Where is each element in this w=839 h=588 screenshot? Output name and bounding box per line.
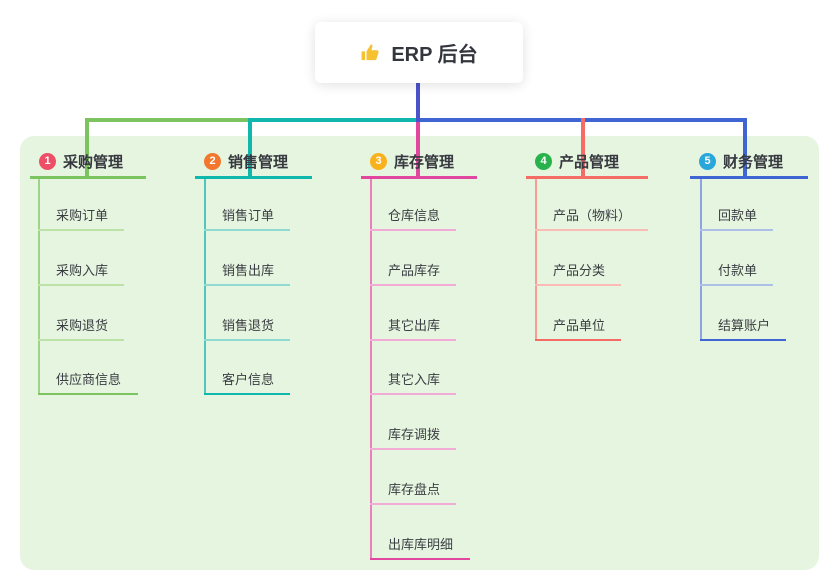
branch-item[interactable]: 供应商信息 <box>38 369 138 395</box>
branch-item[interactable]: 其它出库 <box>370 315 456 341</box>
branch-label: 采购管理 <box>63 153 124 171</box>
branch-label: 财务管理 <box>723 153 784 171</box>
branch-number-badge: 1 <box>39 152 56 170</box>
branch-number-badge: 2 <box>204 152 221 170</box>
branch-node-1[interactable]: 1 采购管理 <box>39 147 123 175</box>
connector-drop <box>248 118 252 177</box>
branch-label: 销售管理 <box>228 153 289 171</box>
branch-descender <box>370 179 372 560</box>
branch-item[interactable]: 库存盘点 <box>370 479 456 505</box>
branch-underline <box>30 176 146 179</box>
branch-descender <box>38 179 40 396</box>
branch-item[interactable]: 销售出库 <box>204 260 290 286</box>
connector-bus-segment <box>250 118 418 122</box>
branch-underline <box>526 176 648 179</box>
branch-descender <box>204 179 206 396</box>
branch-number-badge: 5 <box>699 152 716 170</box>
thumbs-up-icon <box>361 44 379 60</box>
branch-item[interactable]: 仓库信息 <box>370 205 456 231</box>
branch-descender <box>700 179 702 341</box>
connector-drop <box>581 118 585 177</box>
connector-drop <box>416 118 420 177</box>
branch-item[interactable]: 客户信息 <box>204 369 290 395</box>
root-node-label: ERP 后台 <box>391 44 478 66</box>
connector-bus-segment <box>85 118 250 122</box>
branch-item[interactable]: 采购订单 <box>38 205 124 231</box>
branch-underline <box>690 176 808 179</box>
branches-panel <box>20 136 819 570</box>
branch-item[interactable]: 采购退货 <box>38 315 124 341</box>
branch-label: 库存管理 <box>394 153 455 171</box>
branch-item[interactable]: 销售订单 <box>204 205 290 231</box>
branch-item[interactable]: 产品单位 <box>535 315 621 341</box>
branch-node-5[interactable]: 5 财务管理 <box>699 147 783 175</box>
branch-item[interactable]: 产品（物料） <box>535 205 648 231</box>
branch-underline <box>195 176 312 179</box>
connector-drop <box>743 118 747 177</box>
branch-item[interactable]: 出库库明细 <box>370 534 470 560</box>
branch-item[interactable]: 库存调拨 <box>370 424 456 450</box>
branch-item[interactable]: 采购入库 <box>38 260 124 286</box>
branch-item[interactable]: 产品分类 <box>535 260 621 286</box>
branch-node-4[interactable]: 4 产品管理 <box>535 147 619 175</box>
root-node[interactable]: ERP 后台 <box>315 22 523 83</box>
branch-number-badge: 4 <box>535 152 552 170</box>
branch-node-2[interactable]: 2 销售管理 <box>204 147 288 175</box>
branch-item[interactable]: 回款单 <box>700 205 773 231</box>
branch-item[interactable]: 付款单 <box>700 260 773 286</box>
branch-label: 产品管理 <box>559 153 620 171</box>
branch-underline <box>361 176 477 179</box>
branch-item[interactable]: 产品库存 <box>370 260 456 286</box>
branch-node-3[interactable]: 3 库存管理 <box>370 147 454 175</box>
branch-item[interactable]: 结算账户 <box>700 315 786 341</box>
branch-number-badge: 3 <box>370 152 387 170</box>
connector-drop <box>85 118 89 177</box>
branch-item[interactable]: 销售退货 <box>204 315 290 341</box>
root-connector <box>416 83 420 122</box>
branch-descender <box>535 179 537 341</box>
branch-item[interactable]: 其它入库 <box>370 369 456 395</box>
